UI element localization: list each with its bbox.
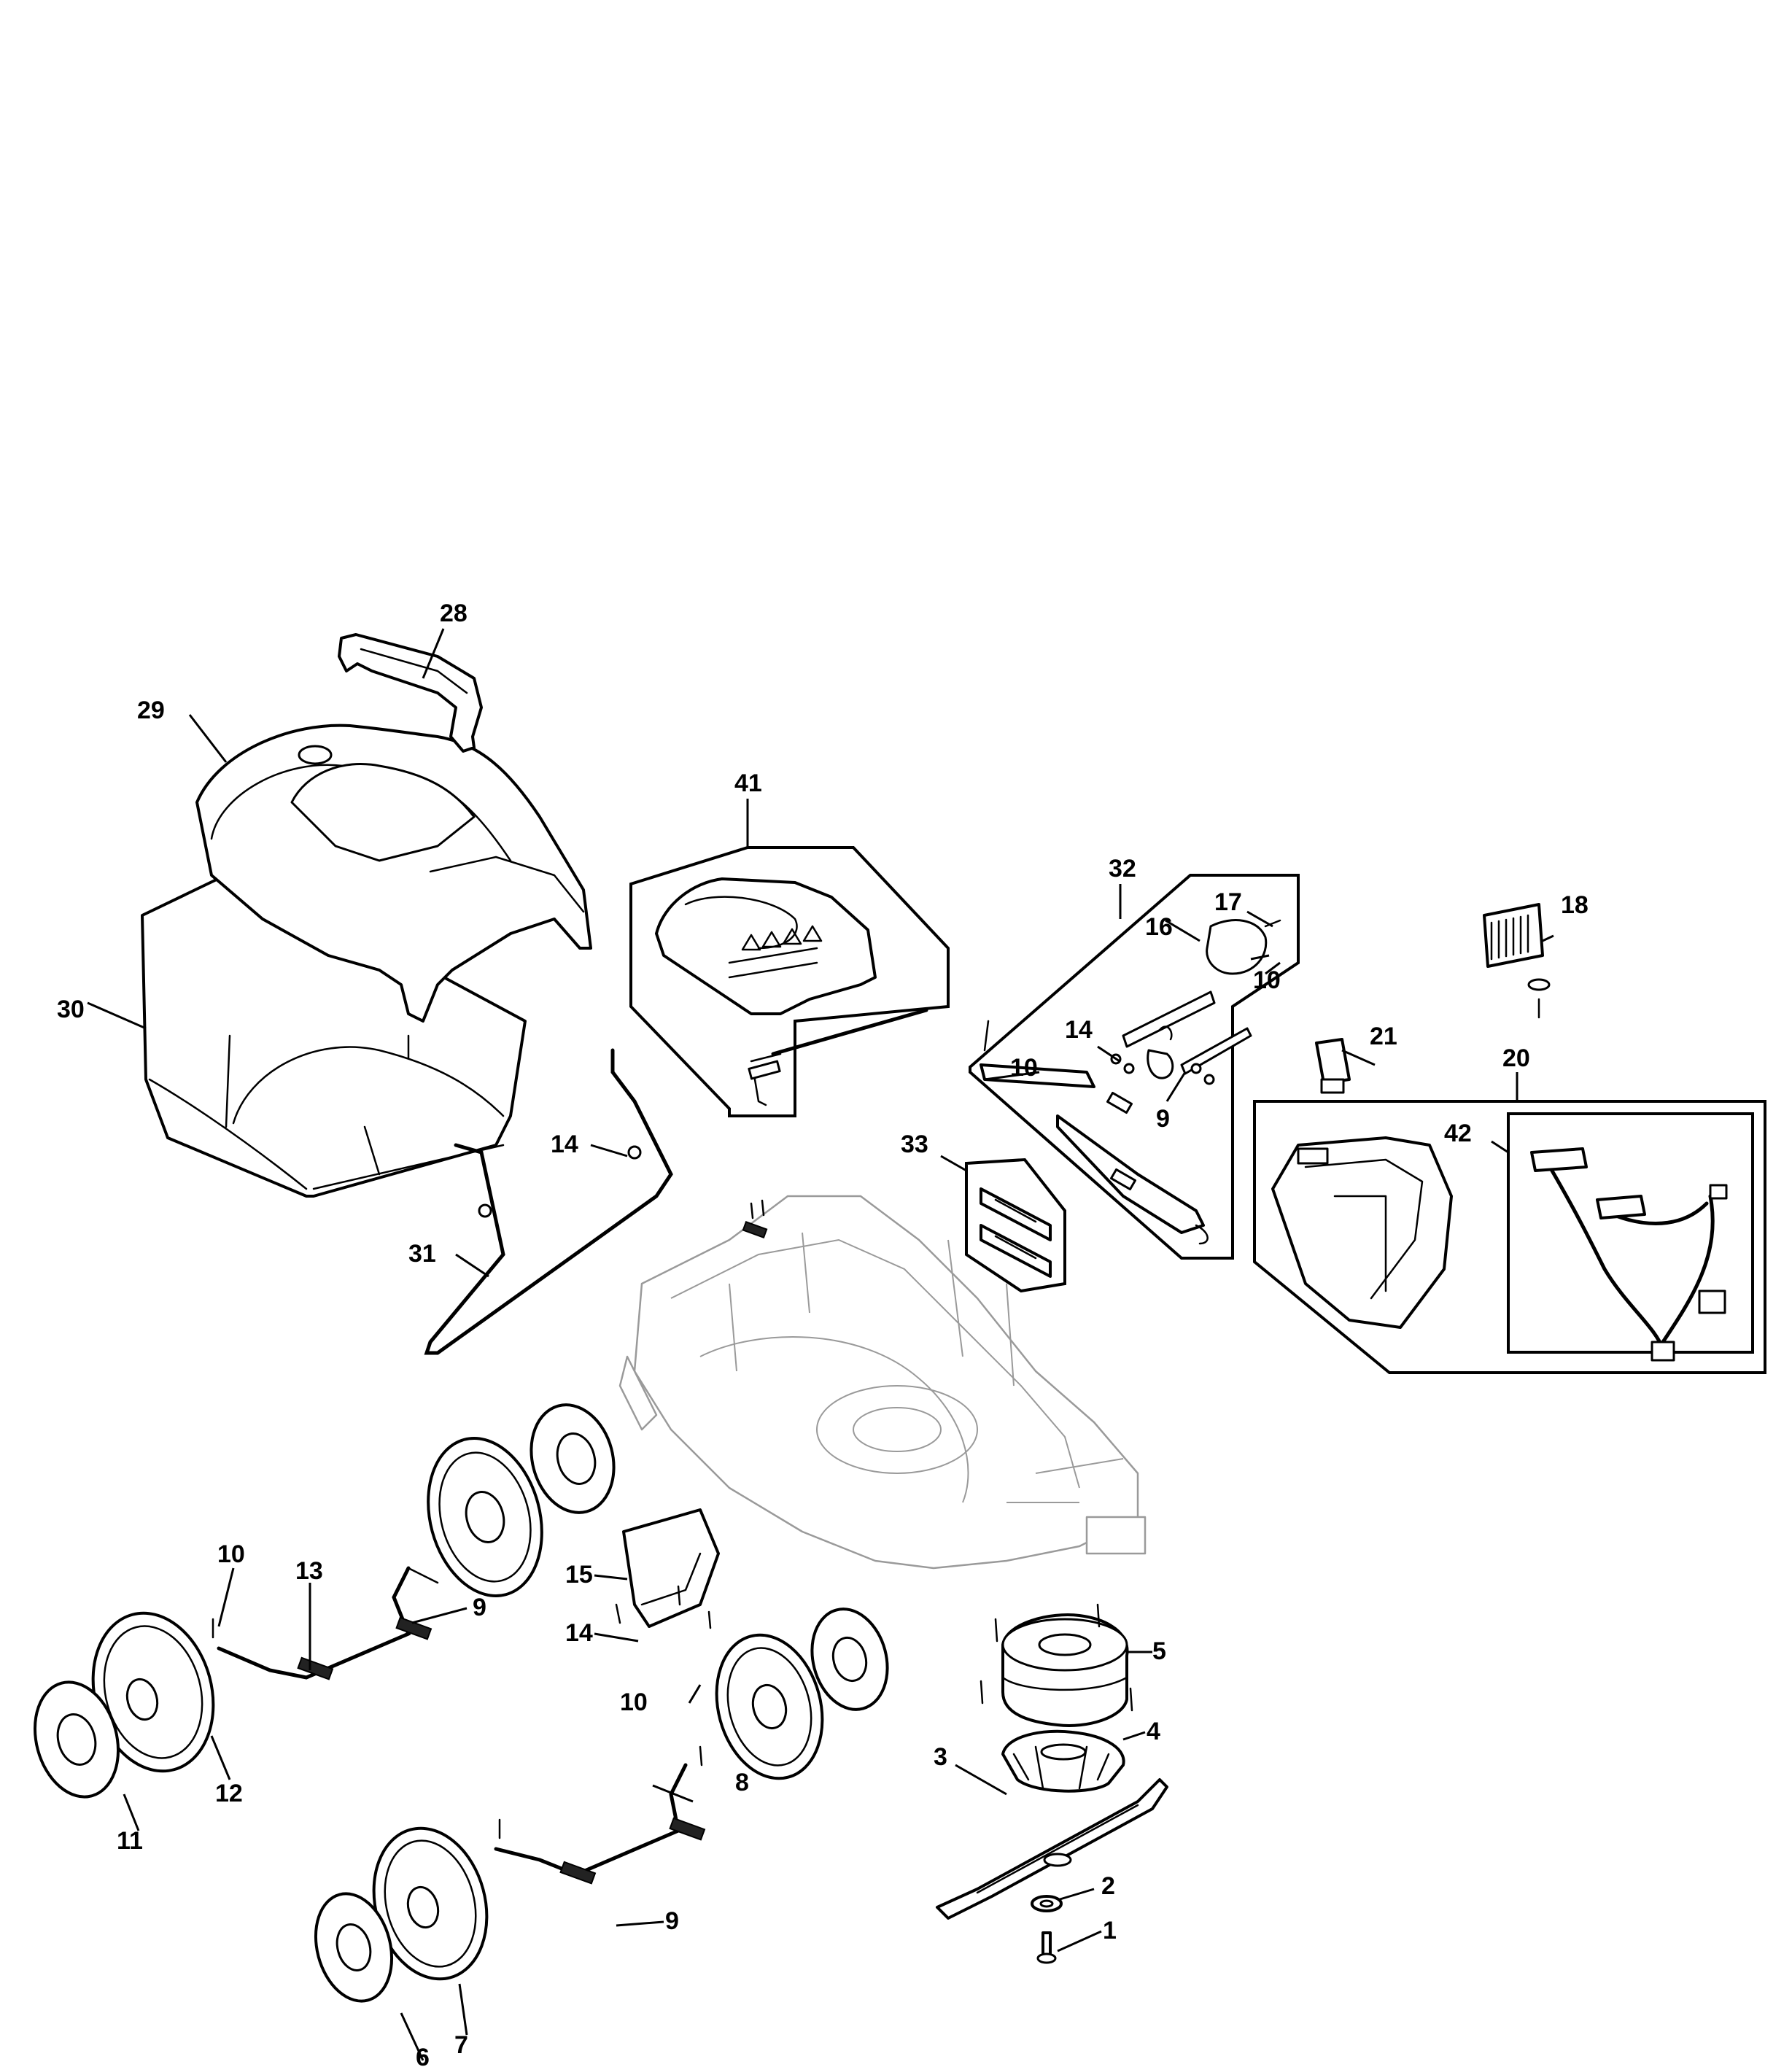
assembly-frame-33 bbox=[965, 1157, 1066, 1293]
callout-21: 21 bbox=[1370, 1023, 1397, 1050]
grass-box-cover-29 bbox=[195, 724, 592, 1023]
callout-3: 3 bbox=[934, 1743, 947, 1771]
centre-screws bbox=[742, 1199, 768, 1239]
callout-15: 15 bbox=[565, 1561, 593, 1589]
callout-30: 30 bbox=[57, 996, 85, 1023]
front-wheel-upper-right bbox=[715, 1633, 824, 1780]
callout-20: 20 bbox=[1502, 1044, 1530, 1072]
wiring-box-42 bbox=[1507, 1112, 1754, 1362]
hubcap-11 bbox=[33, 1680, 120, 1799]
front-hubcap-upper-right bbox=[810, 1608, 889, 1711]
callout-10-axle: 10 bbox=[217, 1540, 245, 1568]
assembly-frame-32 bbox=[969, 874, 1300, 1260]
fan-4 bbox=[1001, 1729, 1125, 1793]
screw-set-32 bbox=[1110, 1053, 1215, 1085]
wheel-7 bbox=[372, 1826, 489, 1981]
callout-32: 32 bbox=[1109, 855, 1136, 883]
callout-9-axle-front: 9 bbox=[665, 1907, 679, 1935]
callout-9-lever: 9 bbox=[1156, 1105, 1170, 1133]
callout-10-lever-left: 10 bbox=[1010, 1054, 1038, 1082]
callout-14-lever: 14 bbox=[1065, 1016, 1093, 1044]
rear-flap-15 bbox=[615, 1508, 720, 1629]
motor-5 bbox=[980, 1603, 1133, 1727]
callout-10-lever-right: 10 bbox=[1253, 966, 1281, 994]
front-axle-8 bbox=[494, 1745, 706, 1885]
callout-6: 6 bbox=[416, 2044, 430, 2067]
air-filter-18 bbox=[1483, 903, 1551, 1019]
carry-handle-28 bbox=[338, 633, 483, 753]
callout-5: 5 bbox=[1152, 1637, 1166, 1665]
callout-12: 12 bbox=[215, 1780, 243, 1807]
callout-29: 29 bbox=[137, 697, 165, 724]
callout-labels: 28 29 30 41 32 17 16 10 14 10 9 21 18 20… bbox=[57, 600, 1589, 2067]
callout-18: 18 bbox=[1561, 891, 1589, 919]
callout-33: 33 bbox=[901, 1131, 928, 1158]
callout-42: 42 bbox=[1444, 1120, 1472, 1147]
callout-7: 7 bbox=[454, 2031, 468, 2059]
callout-2: 2 bbox=[1101, 1872, 1115, 1900]
callout-13: 13 bbox=[295, 1557, 323, 1585]
wheel-12 bbox=[91, 1611, 215, 1773]
callout-14-flap: 14 bbox=[565, 1619, 593, 1647]
mower-deck-ghost bbox=[618, 1195, 1147, 1570]
rear-hubcap-upper bbox=[530, 1403, 616, 1514]
assembly-frame-41 bbox=[629, 846, 950, 1117]
callout-9-axle-rear: 9 bbox=[473, 1594, 486, 1621]
callout-10-axle-front: 10 bbox=[620, 1688, 648, 1716]
callout-28: 28 bbox=[440, 600, 468, 627]
control-box-warning-icons bbox=[741, 925, 823, 951]
callout-31: 31 bbox=[408, 1240, 436, 1268]
hubcap-6 bbox=[314, 1892, 394, 2003]
callout-4: 4 bbox=[1147, 1718, 1160, 1745]
rear-axle-13 bbox=[212, 1566, 439, 1680]
callout-1: 1 bbox=[1103, 1917, 1117, 1944]
assembly-frame-20 bbox=[1253, 1100, 1766, 1374]
handle-bar-31 bbox=[424, 1048, 673, 1355]
connector-21 bbox=[1315, 1038, 1351, 1094]
blade-3 bbox=[936, 1778, 1168, 1920]
bolt-1 bbox=[1036, 1931, 1057, 1964]
callout-16: 16 bbox=[1145, 913, 1173, 941]
leader-lines bbox=[87, 628, 1554, 2061]
callout-17: 17 bbox=[1214, 888, 1242, 916]
callout-14-handle: 14 bbox=[551, 1131, 578, 1158]
callout-11: 11 bbox=[117, 1827, 143, 1855]
rear-wheel-upper bbox=[427, 1436, 543, 1598]
callout-41: 41 bbox=[734, 769, 762, 797]
washer-2 bbox=[1031, 1895, 1063, 1912]
callout-8: 8 bbox=[735, 1769, 749, 1796]
